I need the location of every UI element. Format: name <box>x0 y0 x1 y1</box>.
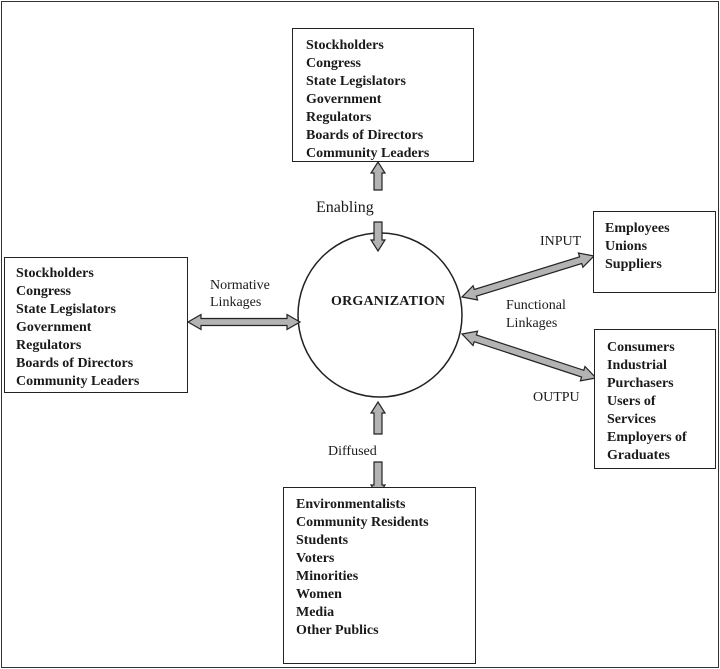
output-box-item: Industrial <box>607 358 667 373</box>
bottom-box-item: Environmentalists <box>296 497 406 512</box>
diffused-label: Diffused <box>328 444 377 459</box>
output-arrow <box>460 330 598 382</box>
output-box-item: Users of <box>607 394 656 409</box>
bottom-box-item: Women <box>296 587 342 602</box>
input-box-item: Suppliers <box>605 257 662 272</box>
bottom-box-item: Minorities <box>296 569 359 584</box>
input-box-item: Unions <box>605 239 648 254</box>
enabling-arrow-down <box>369 221 387 253</box>
left-box-item: Stockholders <box>16 266 94 281</box>
diffused-arrow-up <box>369 400 387 435</box>
normative-label-line2: Linkages <box>210 295 262 310</box>
left-box-item: State Legislators <box>16 302 116 317</box>
input-label: INPUT <box>540 234 582 249</box>
output-box-item: Employers of <box>607 430 687 445</box>
top-box-item: State Legislators <box>306 74 406 89</box>
functional-label-line1: Functional <box>506 298 566 313</box>
top-box-item: Community Leaders <box>306 146 430 161</box>
top-box-item: Boards of Directors <box>306 128 424 143</box>
bottom-box-item: Other Publics <box>296 623 379 638</box>
top-box-item: Stockholders <box>306 38 384 53</box>
bottom-box-item: Media <box>296 605 335 620</box>
top-box-item: Regulators <box>306 110 372 125</box>
bottom-box-item: Students <box>296 533 349 548</box>
enabling-arrow-up <box>369 160 387 191</box>
output-box-item: Graduates <box>607 448 670 463</box>
top-box-item: Congress <box>306 56 361 71</box>
left-box-item: Congress <box>16 284 71 299</box>
output-box-item: Services <box>607 412 656 427</box>
normative-label-line1: Normative <box>210 278 270 293</box>
functional-label-line2: Linkages <box>506 316 558 331</box>
input-arrow <box>460 252 596 301</box>
organization-label: ORGANIZATION <box>331 294 446 309</box>
output-label: OUTPU <box>533 390 580 405</box>
left-box-item: Community Leaders <box>16 374 140 389</box>
left-box-item: Boards of Directors <box>16 356 134 371</box>
left-box-item: Government <box>16 320 92 335</box>
output-box-item: Consumers <box>607 340 675 355</box>
normative-arrow <box>186 313 302 331</box>
bottom-box-item: Community Residents <box>296 515 429 530</box>
organization-circle <box>297 232 463 398</box>
left-box-item: Regulators <box>16 338 82 353</box>
output-box-item: Purchasers <box>607 376 674 391</box>
bottom-box-item: Voters <box>296 551 335 566</box>
top-box-item: Government <box>306 92 382 107</box>
input-box-item: Employees <box>605 221 670 236</box>
enabling-label: Enabling <box>316 199 374 216</box>
